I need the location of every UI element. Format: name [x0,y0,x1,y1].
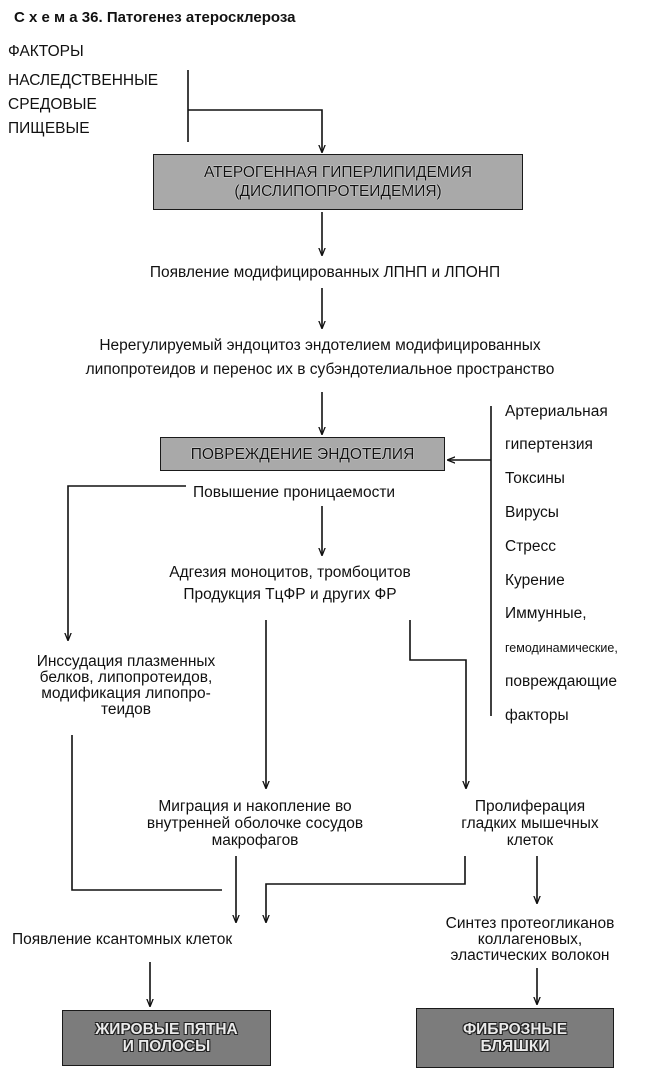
step-proliferation-line3: клеток [506,832,554,849]
step-endocytosis-line1: Нерегулируемый эндоцитоз эндотелием моди… [99,337,541,354]
damage-factor-immune: Иммунные, [505,605,587,622]
factors-to-hyperlipidemia-arrow [188,109,322,152]
hyperlipidemia-label-line2: (ДИСЛИПОПРОТЕИДЕМИЯ) [234,183,442,200]
step-synthesis-line2: коллагеновых, [477,931,583,948]
factor-environmental: СРЕДОВЫЕ [8,96,97,113]
step-insudation-line2: белков, липопротеидов, [39,669,213,686]
endothelial-damage-box: ПОВРЕЖДЕНИЕ ЭНДОТЕЛИЯ [160,437,445,471]
damage-factor-hypertension-2: гипертензия [505,436,593,453]
step-synthesis-line1: Синтез протеогликанов [445,915,615,932]
step-modified-lipoproteins: Появление модифицированных ЛПНП и ЛПОНП [149,264,501,281]
factor-dietary: ПИЩЕВЫЕ [8,120,90,137]
fibrous-plaques-box: ФИБРОЗНЫЕ БЛЯШКИ [416,1008,614,1068]
step-synthesis-line3: эластических волокон [450,947,610,964]
fibrous-plaques-line1: ФИБРОЗНЫЕ [462,1021,568,1038]
damage-factor-factors: факторы [505,707,569,724]
step-proliferation-line2: гладких мышечных [461,815,599,832]
step-migration-line3: макрофагов [211,832,299,849]
step-xanthoma-cells: Появление ксантомных клеток [12,931,233,948]
step-adhesion-line1: Адгезия моноцитов, тромбоцитов [169,564,411,581]
step-insudation-line3: модификация липопро- [41,685,211,702]
fatty-streaks-box: ЖИРОВЫЕ ПЯТНА И ПОЛОСЫ [62,1010,271,1066]
adhesion-to-proliferation-arrow [409,620,466,788]
hyperlipidemia-label-line1: АТЕРОГЕННАЯ ГИПЕРЛИПИДЕМИЯ [203,164,473,181]
diagram-title: С х е м а 36. Патогенез атеросклероза [14,9,296,26]
step-migration-line2: внутренней оболочке сосудов [146,815,364,832]
factors-heading: ФАКТОРЫ [8,43,84,60]
step-endocytosis-line2: липопротеидов и перенос их в субэндотели… [85,361,555,378]
damage-factor-stress: Стресс [505,538,557,555]
damage-factor-hypertension-1: Артериальная [505,403,608,420]
permeability-to-insudation-arrow [68,485,186,640]
step-proliferation-line1: Пролиферация [474,798,586,815]
insudation-to-xanthoma-arrow [71,735,222,891]
hyperlipidemia-box: АТЕРОГЕННАЯ ГИПЕРЛИПИДЕМИЯ (ДИСЛИПОПРОТЕ… [153,154,523,210]
proliferation-to-xanthoma-arrow [266,856,466,922]
damage-factor-hemodynamic: гемодинамические, [505,641,618,655]
fatty-streaks-line1: ЖИРОВЫЕ ПЯТНА [95,1021,238,1038]
step-migration-line1: Миграция и накопление во [158,798,352,815]
fatty-streaks-line2: И ПОЛОСЫ [122,1038,211,1055]
damage-factor-viruses: Вирусы [505,504,559,521]
step-insudation-line1: Инссудация плазменных [36,653,216,670]
step-permeability: Повышение проницаемости [193,484,396,501]
factor-hereditary: НАСЛЕДСТВЕННЫЕ [8,72,159,89]
step-adhesion-line2: Продукция ТцФР и других ФР [183,586,397,603]
damage-factor-toxins: Токсины [505,470,565,487]
damage-factor-damaging: повреждающие [505,673,618,690]
endothelial-damage-label: ПОВРЕЖДЕНИЕ ЭНДОТЕЛИЯ [190,445,415,463]
fibrous-plaques-line2: БЛЯШКИ [480,1038,550,1055]
step-insudation-line4: теидов [100,701,152,718]
damage-factor-smoking: Курение [505,572,565,589]
